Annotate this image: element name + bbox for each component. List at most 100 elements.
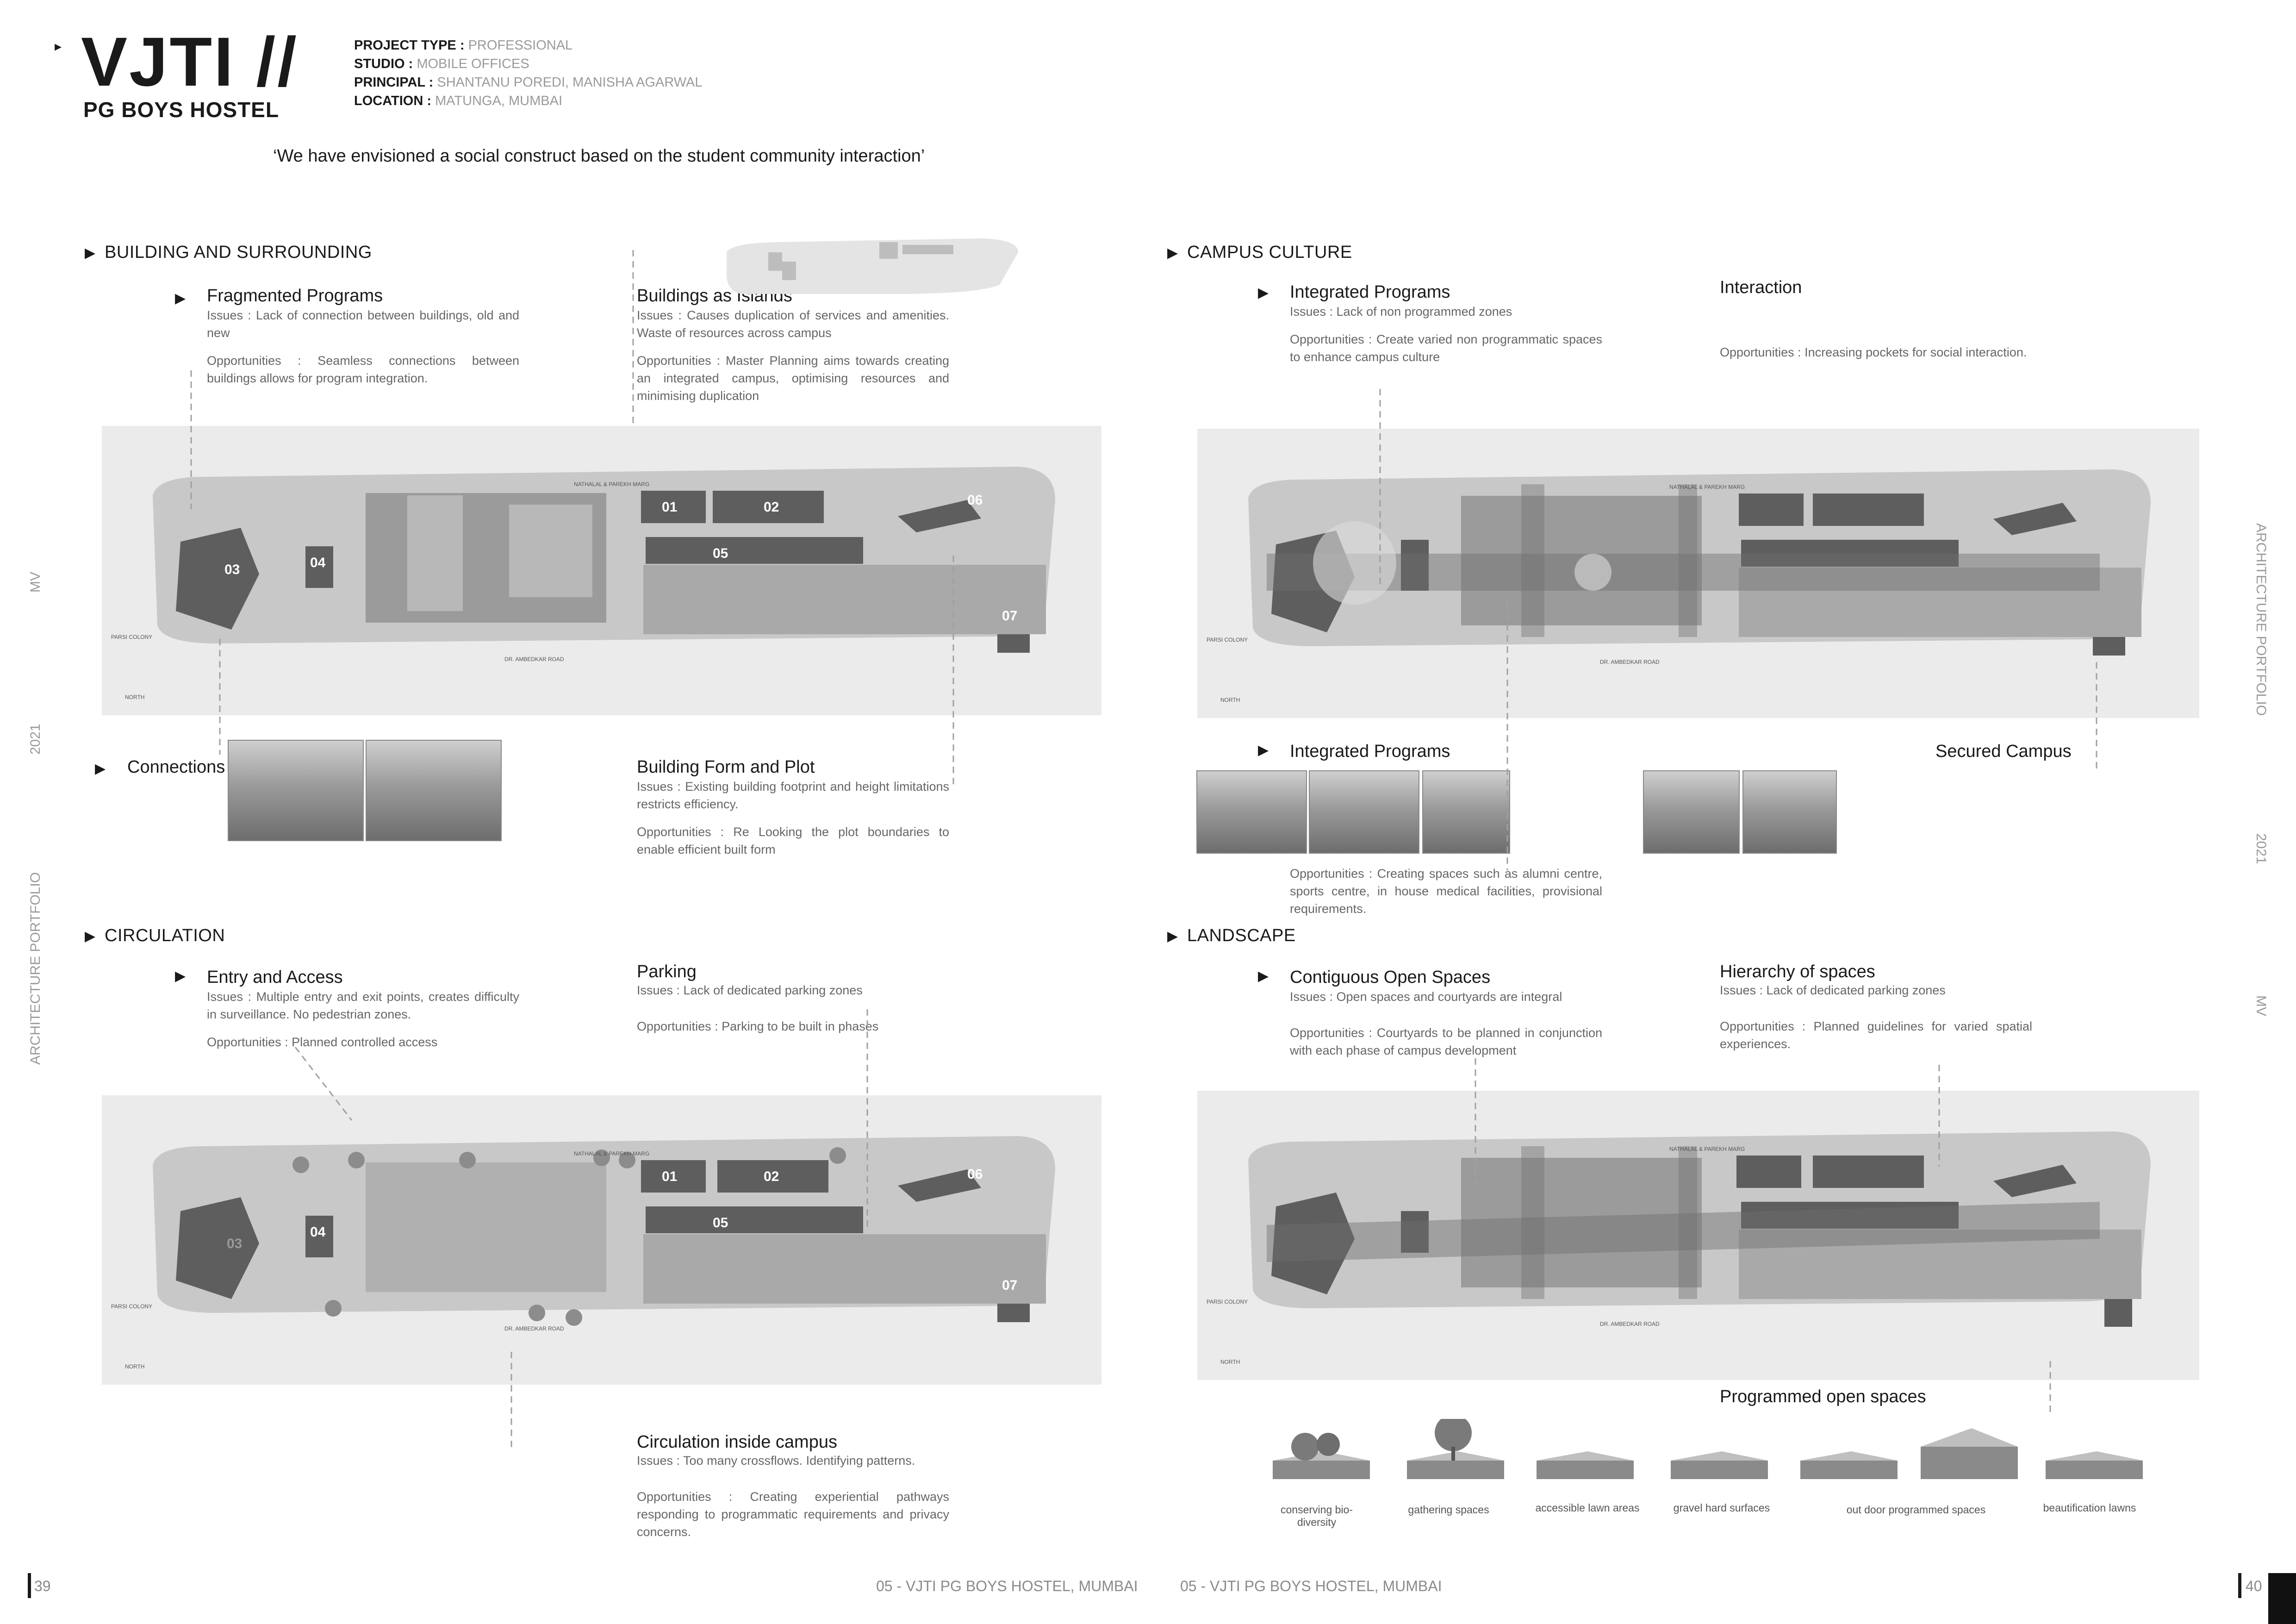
- thumbnail-label: gravel hard surfaces: [1673, 1502, 1770, 1514]
- north-label: NORTH: [1220, 697, 1240, 703]
- entry-desc: Issues : Multiple entry and exit points,…: [207, 990, 519, 1049]
- section-title: BUILDING AND SURROUNDING: [105, 243, 372, 262]
- north-label: NORTH: [125, 1363, 144, 1370]
- plan-label: 03: [224, 562, 240, 577]
- section-title: CIRCULATION: [105, 926, 225, 945]
- thumbnail-label: out door programmed spaces: [1846, 1504, 1986, 1516]
- road-label: DR. AMBEDKAR ROAD: [504, 1325, 564, 1332]
- meta-row: PRINCIPAL : SHANTANU POREDI, MANISHA AGA…: [354, 75, 703, 90]
- plan-label: 01: [662, 1169, 677, 1184]
- interaction-title: Interaction: [1720, 278, 1802, 297]
- plan-label: 05: [713, 546, 728, 561]
- secured-title: Secured Campus: [1935, 742, 2072, 761]
- thumbnail-label: conserving bio-diversity: [1281, 1504, 1353, 1528]
- page-marker: [2238, 1573, 2241, 1598]
- section-title: LANDSCAPE: [1187, 926, 1296, 945]
- thumbnail-label: accessible lawn areas: [1535, 1502, 1640, 1514]
- photo: [366, 740, 502, 841]
- plan-label: 06: [967, 493, 983, 508]
- thumbnail-label: gathering spaces: [1408, 1504, 1489, 1516]
- meta-row: PROJECT TYPE : PROFESSIONAL: [354, 38, 573, 53]
- road-label: PARSI COLONY: [1207, 637, 1248, 643]
- photo: [228, 740, 364, 841]
- brand-title: VJTI //: [81, 23, 299, 100]
- road-label: NATHALAL & PAREKH MARG: [574, 1150, 649, 1157]
- project-quote: ‘We have envisioned a social construct b…: [273, 146, 925, 166]
- road-label: DR. AMBEDKAR ROAD: [1600, 1321, 1660, 1327]
- interaction-desc: Opportunities : Increasing pockets for s…: [1720, 345, 2027, 359]
- programmed-title: Programmed open spaces: [1720, 1387, 1926, 1406]
- road-label: PARSI COLONY: [111, 1303, 152, 1310]
- plan-label: 07: [1002, 1278, 1017, 1293]
- page-number-left: 39: [34, 1578, 51, 1594]
- photo: [1742, 770, 1837, 854]
- form-title: Building Form and Plot: [637, 757, 815, 777]
- site-plan-landscape: NATHALAL & PAREKH MARG DR. AMBEDKAR ROAD…: [1197, 1091, 2199, 1380]
- photo: [1643, 770, 1740, 854]
- plan-label: 05: [713, 1215, 728, 1230]
- site-plan-campus: NATHALAL & PAREKH MARG DR. AMBEDKAR ROAD…: [1197, 429, 2199, 718]
- bullet-icon: ▶: [1167, 245, 1178, 261]
- bullet-icon: ▸: [55, 39, 62, 54]
- brand-subtitle: PG BOYS HOSTEL: [83, 98, 279, 122]
- road-label: DR. AMBEDKAR ROAD: [1600, 659, 1660, 665]
- section-title: CAMPUS CULTURE: [1187, 243, 1352, 262]
- connections-title: Connections: [127, 757, 225, 777]
- plan-label: 03: [227, 1236, 242, 1251]
- corner-tab: [2268, 1573, 2296, 1624]
- plan-label: 01: [662, 500, 677, 515]
- plan-label: 02: [764, 1169, 779, 1184]
- site-plan-circulation: 01 02 03 04 05 06 07 NATHALAL & PAREKH M…: [102, 1095, 1101, 1385]
- meta-row: LOCATION : MATUNGA, MUMBAI: [354, 94, 563, 108]
- integrated2-desc: Opportunities : Creating spaces such as …: [1290, 867, 1602, 916]
- bullet-icon: ▶: [1258, 743, 1269, 758]
- bullet-icon: ▶: [85, 245, 96, 261]
- bullet-icon: ▶: [1167, 929, 1178, 944]
- site-plan-buildings: 01 02 03 04 05 06 07 NATHALAL & PAREKH M…: [102, 426, 1101, 715]
- fragmented-desc: Issues : Lack of connection between buil…: [207, 308, 519, 385]
- bullet-icon: ▶: [1258, 968, 1269, 984]
- inside-desc: Issues : Too many crossflows. Identifyin…: [637, 1454, 949, 1539]
- form-desc: Issues : Existing building footprint and…: [637, 780, 949, 856]
- parking-desc: Issues : Lack of dedicated parking zones…: [637, 983, 879, 1033]
- contiguous-title: Contiguous Open Spaces: [1290, 968, 1491, 987]
- parking-title: Parking: [637, 962, 697, 981]
- bullet-icon: ▶: [95, 761, 106, 776]
- hierarchy-title: Hierarchy of spaces: [1720, 962, 1875, 981]
- key-plan: [727, 238, 1018, 294]
- plan-label: 02: [764, 500, 779, 515]
- contiguous-desc: Issues : Open spaces and courtyards are …: [1290, 990, 1602, 1057]
- road-label: NATHALAL & PAREKH MARG: [1669, 1146, 1745, 1152]
- road-label: NATHALAL & PAREKH MARG: [1669, 484, 1745, 490]
- inside-title: Circulation inside campus: [637, 1432, 837, 1452]
- road-label: PARSI COLONY: [1207, 1299, 1248, 1305]
- hierarchy-desc: Issues : Lack of dedicated parking zones…: [1720, 983, 2032, 1051]
- north-label: NORTH: [1220, 1359, 1240, 1365]
- bullet-icon: ▶: [1258, 285, 1269, 300]
- plan-label: 06: [967, 1167, 983, 1182]
- photo: [1196, 770, 1307, 854]
- page-number-right: 40: [2246, 1578, 2262, 1594]
- project-meta: PROJECT TYPE : PROFESSIONAL STUDIO : MOB…: [354, 36, 703, 110]
- footer-caption-left: 05 - VJTI PG BOYS HOSTEL, MUMBAI: [876, 1578, 1138, 1594]
- north-label: NORTH: [125, 694, 144, 700]
- page-marker: [28, 1573, 31, 1598]
- plan-label: 07: [1002, 608, 1017, 624]
- fragmented-title: Fragmented Programs: [207, 286, 383, 306]
- integrated2-title: Integrated Programs: [1290, 742, 1450, 761]
- landscape-thumbnails: [1273, 1419, 2143, 1479]
- islands-desc: Issues : Causes duplication of services …: [637, 308, 949, 403]
- road-label: PARSI COLONY: [111, 634, 152, 640]
- plan-label: 04: [310, 1224, 326, 1240]
- integrated-desc: Issues : Lack of non programmed zones Op…: [1290, 305, 1602, 364]
- road-label: DR. AMBEDKAR ROAD: [504, 656, 564, 662]
- road-label: NATHALAL & PAREKH MARG: [574, 481, 649, 487]
- integrated-title: Integrated Programs: [1290, 282, 1450, 302]
- plan-label: 04: [310, 555, 326, 570]
- bullet-icon: ▶: [85, 929, 96, 944]
- bullet-icon: ▶: [175, 968, 186, 984]
- photo: [1309, 770, 1419, 854]
- bullet-icon: ▶: [175, 291, 186, 306]
- entry-title: Entry and Access: [207, 968, 343, 987]
